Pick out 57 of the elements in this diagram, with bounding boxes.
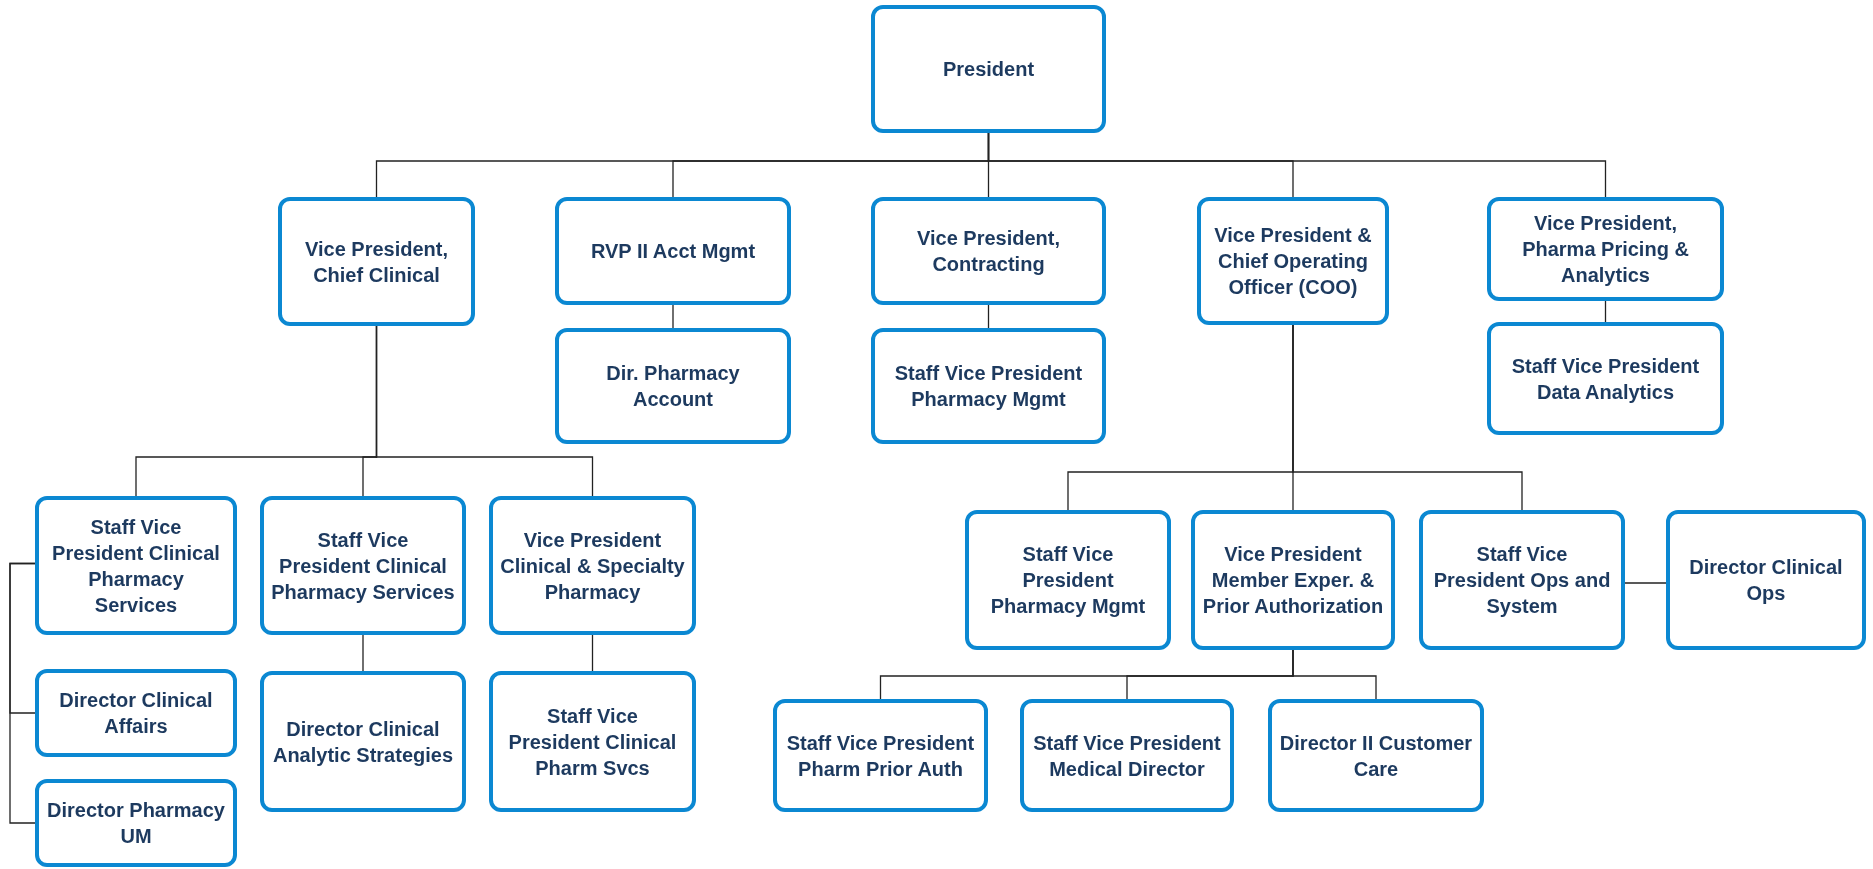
role-box: [35, 496, 237, 635]
connector-line: [987, 304, 990, 329]
role-box: [35, 779, 237, 867]
role-box: [278, 197, 475, 326]
role-title: Staff Vice President Pharmacy Mgmt: [989, 542, 1147, 619]
connector-line: [672, 304, 674, 329]
connector-line: [375, 325, 594, 497]
role-box: [871, 328, 1106, 444]
connector-line: [1292, 324, 1523, 511]
role-box: [1419, 510, 1625, 650]
connector-line: [9, 562, 36, 824]
role-box: [555, 328, 791, 444]
role-title: Staff Vice President Clinical Pharmacy Services: [270, 527, 456, 605]
role-title: Director Clinical Ops: [1688, 555, 1844, 606]
role-title: Director Pharmacy UM: [46, 798, 226, 849]
role-title: Vice President Clinical & Specialty Pharmacy: [499, 527, 686, 605]
role-box: [1197, 197, 1389, 325]
role-box: [260, 496, 466, 635]
role-title: Vice President, Contracting: [915, 226, 1061, 277]
role-title: Staff Vice President Medical Director: [1032, 730, 1222, 782]
role-title: Staff Vice President Clinical Pharm Svcs: [507, 703, 678, 781]
role-title: President: [942, 57, 1035, 82]
connector-line: [1604, 300, 1607, 323]
role-box: [1020, 699, 1234, 812]
role-title: Staff Vice President Data Analytics: [1510, 353, 1701, 405]
role-box: [1487, 197, 1724, 301]
connector-line: [591, 634, 594, 672]
role-title: Staff Vice President Pharm Prior Auth: [785, 730, 976, 782]
role-box: [555, 197, 791, 305]
role-box: [489, 496, 696, 635]
role-box: [773, 699, 988, 812]
role-title: Staff Vice President Ops and System: [1432, 542, 1612, 619]
role-box: [1666, 510, 1866, 650]
role-title: Vice President Member Exper. & Prior Authorization: [1201, 542, 1385, 619]
role-box: [35, 669, 237, 757]
role-title: Staff Vice President Clinical Pharmacy Services: [51, 514, 221, 618]
connector-line: [362, 634, 364, 672]
role-title: RVP II Acct Mgmt: [590, 239, 756, 264]
role-title: Vice President, Pharma Pricing & Analytics: [1521, 211, 1690, 288]
role-title: Director Clinical Affairs: [58, 688, 214, 739]
role-title: Vice President, Chief Clinical: [303, 236, 449, 288]
role-title: Director II Customer Care: [1278, 730, 1474, 782]
role-box: [871, 5, 1106, 133]
role-box: [1268, 699, 1484, 812]
role-title: Director Clinical Analytic Strategies: [271, 716, 455, 768]
connector-line: [987, 132, 1607, 198]
role-box: [1487, 322, 1724, 435]
connector-line: [1624, 582, 1667, 584]
connector-line: [1292, 649, 1377, 700]
role-box: [1191, 510, 1395, 650]
role-box: [965, 510, 1171, 650]
role-title: Dir. Pharmacy Account: [605, 361, 741, 412]
role-title: Staff Vice President Pharmacy Mgmt: [893, 361, 1084, 412]
role-box: [871, 197, 1106, 305]
role-title: Vice President & Chief Operating Officer (COO): [1213, 223, 1373, 300]
role-box: [260, 671, 466, 812]
role-box: [489, 671, 696, 812]
